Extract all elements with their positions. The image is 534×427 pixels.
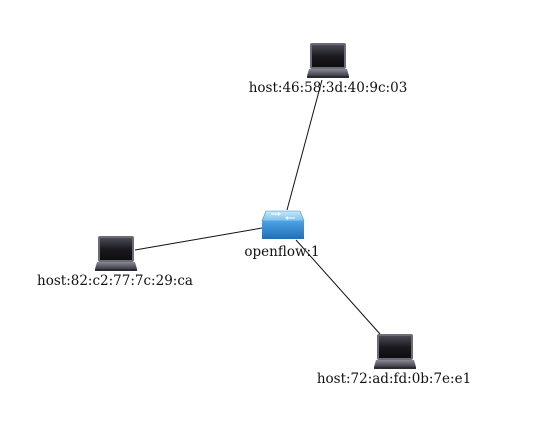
laptop-icon xyxy=(374,334,416,369)
host-node-1[interactable]: host:46:58:3d:40:9c:03 xyxy=(249,43,408,96)
switch-label: openflow:1 xyxy=(244,244,319,260)
link-switch-host2 xyxy=(134,227,263,251)
switch-icon xyxy=(261,210,305,239)
host-label: host:46:58:3d:40:9c:03 xyxy=(249,80,408,96)
host-label: host:82:c2:77:7c:29:ca xyxy=(37,273,193,289)
links-layer xyxy=(134,79,381,335)
switch-node[interactable]: openflow:1 xyxy=(244,210,320,260)
link-switch-host1 xyxy=(286,79,323,211)
laptop-icon xyxy=(95,236,137,271)
laptop-icon xyxy=(307,43,349,78)
host-node-2[interactable]: host:82:c2:77:7c:29:ca xyxy=(37,236,193,289)
host-node-3[interactable]: host:72:ad:fd:0b:7e:e1 xyxy=(317,334,471,387)
host-label: host:72:ad:fd:0b:7e:e1 xyxy=(317,371,471,387)
link-switch-host3 xyxy=(295,239,381,335)
